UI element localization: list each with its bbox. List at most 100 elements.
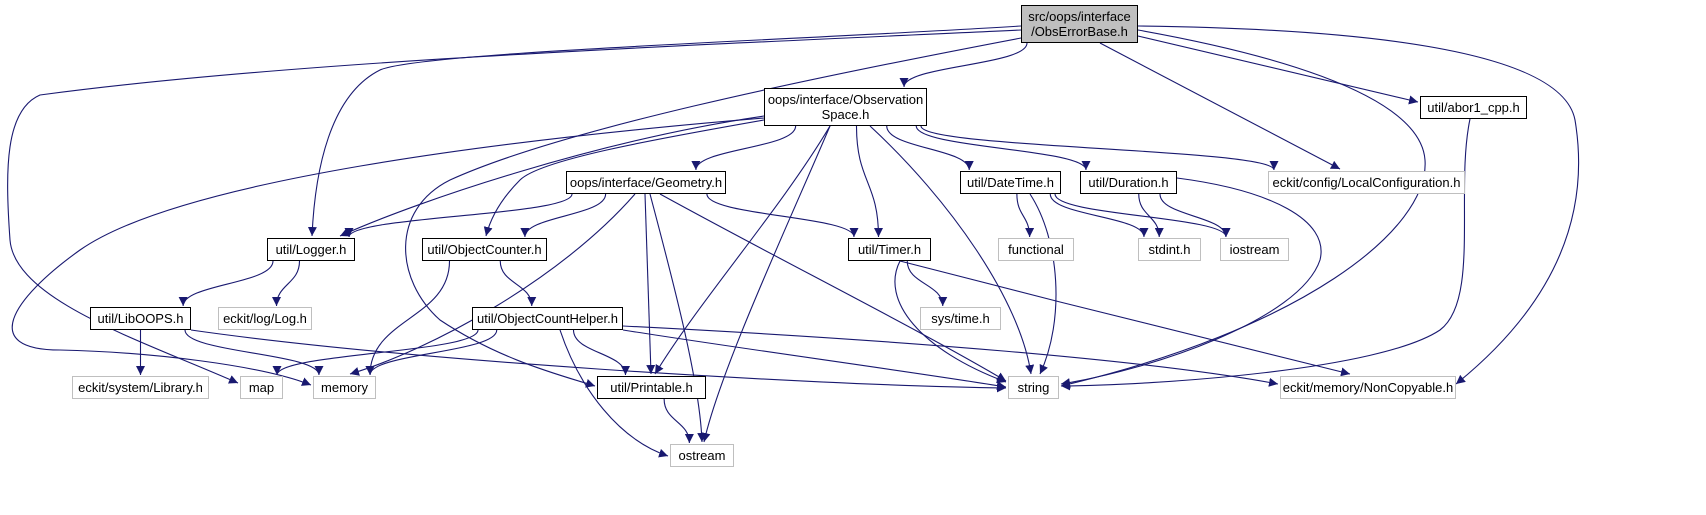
- node-label: oops/interface/Geometry.h: [569, 175, 723, 190]
- edge-objcounthelper-to-memory: [365, 329, 498, 376]
- node-label: memory: [321, 380, 368, 395]
- node-root[interactable]: src/oops/interface/ObsErrorBase.h: [1021, 5, 1138, 43]
- node-datetime[interactable]: util/DateTime.h: [960, 171, 1061, 194]
- node-systime: sys/time.h: [920, 307, 1001, 330]
- node-label: util/ObjectCountHelper.h: [477, 311, 618, 326]
- edge-timer-to-noncopyable: [899, 260, 1351, 377]
- node-label: functional: [1008, 242, 1064, 257]
- node-objcounter[interactable]: util/ObjectCounter.h: [422, 238, 547, 261]
- edge-timer-to-string: [894, 260, 1007, 384]
- node-label: util/ObjectCounter.h: [427, 242, 542, 257]
- node-memory: memory: [313, 376, 376, 399]
- edge-root-to-printable: [405, 37, 1022, 388]
- edge-objcounter-to-objcounthelper: [499, 260, 537, 307]
- edge-geometry-to-objcounter: [520, 193, 607, 238]
- edge-abor1-to-string: [1060, 118, 1471, 391]
- node-label: util/Duration.h: [1088, 175, 1169, 190]
- node-label: eckit/log/Log.h: [223, 311, 307, 326]
- edge-objcounthelper-to-map: [272, 329, 479, 376]
- edge-geometry-to-timer: [706, 193, 859, 238]
- edge-liboops-to-memory: [184, 329, 324, 376]
- node-label: string: [1017, 380, 1050, 395]
- node-duration[interactable]: util/Duration.h: [1080, 171, 1177, 194]
- edge-root-to-obsspace: [899, 42, 1028, 88]
- edge-obsspace-to-string: [869, 125, 1035, 375]
- edge-root-to-logger: [307, 25, 1022, 237]
- node-label: sys/time.h: [931, 311, 990, 326]
- edge-geometry-to-ostream: [649, 193, 707, 443]
- edge-logger-to-liboops: [178, 260, 274, 307]
- edge-obsspace-to-localconf: [920, 125, 1279, 171]
- node-geometry[interactable]: oops/interface/Geometry.h: [566, 171, 726, 194]
- node-stdint: stdint.h: [1138, 238, 1201, 261]
- node-iostream: iostream: [1220, 238, 1289, 261]
- edge-obsspace-to-objcounter: [483, 119, 765, 237]
- node-map: map: [240, 376, 283, 399]
- edge-obsspace-to-datetime: [886, 125, 974, 171]
- edge-root-to-abor1: [1137, 35, 1419, 105]
- node-liboops[interactable]: util/LibOOPS.h: [90, 307, 191, 330]
- edge-obsspace-to-printable: [654, 125, 831, 375]
- edge-duration-to-iostream: [1159, 193, 1231, 238]
- node-label: src/oops/interface: [1028, 9, 1131, 24]
- node-label: util/Logger.h: [275, 242, 347, 257]
- node-label: util/Timer.h: [857, 242, 922, 257]
- edge-objcounter-to-memory: [365, 260, 451, 376]
- edge-duration-to-stdint: [1138, 193, 1164, 238]
- node-label: map: [248, 380, 275, 395]
- edge-liboops-to-string: [190, 329, 1007, 393]
- node-label: stdint.h: [1148, 242, 1191, 257]
- node-label: eckit/memory/NonCopyable.h: [1282, 380, 1454, 395]
- edge-obsspace-to-logger: [339, 115, 765, 237]
- edge-obsspace-to-geometry: [691, 125, 797, 171]
- node-timer[interactable]: util/Timer.h: [848, 238, 931, 261]
- node-eckitlog: eckit/log/Log.h: [218, 307, 312, 330]
- edge-datetime-to-iostream: [1054, 193, 1231, 238]
- node-label: /ObsErrorBase.h: [1031, 24, 1128, 39]
- edge-obsspace-to-duration: [915, 125, 1091, 171]
- node-label: util/Printable.h: [610, 380, 693, 395]
- node-objcounthelper[interactable]: util/ObjectCountHelper.h: [472, 307, 623, 330]
- node-label: iostream: [1229, 242, 1280, 257]
- edge-geometry-to-logger: [344, 193, 573, 238]
- edge-obsspace-to-ostream: [701, 125, 831, 443]
- node-logger[interactable]: util/Logger.h: [267, 238, 355, 261]
- node-abor1[interactable]: util/abor1_cpp.h: [1420, 96, 1527, 119]
- edge-objcounthelper-to-ostream: [559, 329, 669, 458]
- node-functional: functional: [998, 238, 1074, 261]
- edge-datetime-to-functional: [1016, 193, 1035, 238]
- edge-duration-to-string: [1060, 177, 1322, 388]
- edge-root-to-localconf: [1099, 42, 1341, 170]
- edge-printable-to-ostream: [663, 398, 694, 444]
- edge-datetime-to-string: [1029, 193, 1057, 375]
- edge-objcounthelper-to-printable: [572, 329, 630, 376]
- edge-logger-to-eckitlog: [272, 260, 301, 307]
- edge-root-to-map: [7, 29, 1022, 384]
- node-label: eckit/system/Library.h: [78, 380, 203, 395]
- node-label: util/DateTime.h: [967, 175, 1054, 190]
- node-label: util/abor1_cpp.h: [1427, 100, 1520, 115]
- node-label: eckit/config/LocalConfiguration.h: [1272, 175, 1461, 190]
- edge-geometry-to-string: [659, 193, 1007, 382]
- node-label: oops/interface/Observation: [767, 92, 924, 107]
- edge-objcounthelper-to-string: [622, 329, 1007, 391]
- edge-root-to-noncopyable: [1137, 25, 1580, 385]
- node-printable[interactable]: util/Printable.h: [597, 376, 706, 399]
- edge-geometry-to-printable: [644, 193, 656, 375]
- node-label: ostream: [678, 448, 726, 463]
- edge-obsspace-to-memory: [11, 117, 765, 386]
- node-string: string: [1008, 376, 1059, 399]
- edge-obsspace-to-timer: [855, 125, 883, 238]
- node-library: eckit/system/Library.h: [72, 376, 209, 399]
- edge-datetime-to-stdint: [1049, 193, 1149, 238]
- edge-timer-to-systime: [906, 260, 948, 307]
- node-ostream: ostream: [670, 444, 734, 467]
- node-localconf: eckit/config/LocalConfiguration.h: [1268, 171, 1465, 194]
- node-label: util/LibOOPS.h: [97, 311, 184, 326]
- node-label: Space.h: [821, 107, 870, 122]
- edge-objcounthelper-to-noncopyable: [622, 325, 1279, 387]
- node-noncopyable: eckit/memory/NonCopyable.h: [1280, 376, 1456, 399]
